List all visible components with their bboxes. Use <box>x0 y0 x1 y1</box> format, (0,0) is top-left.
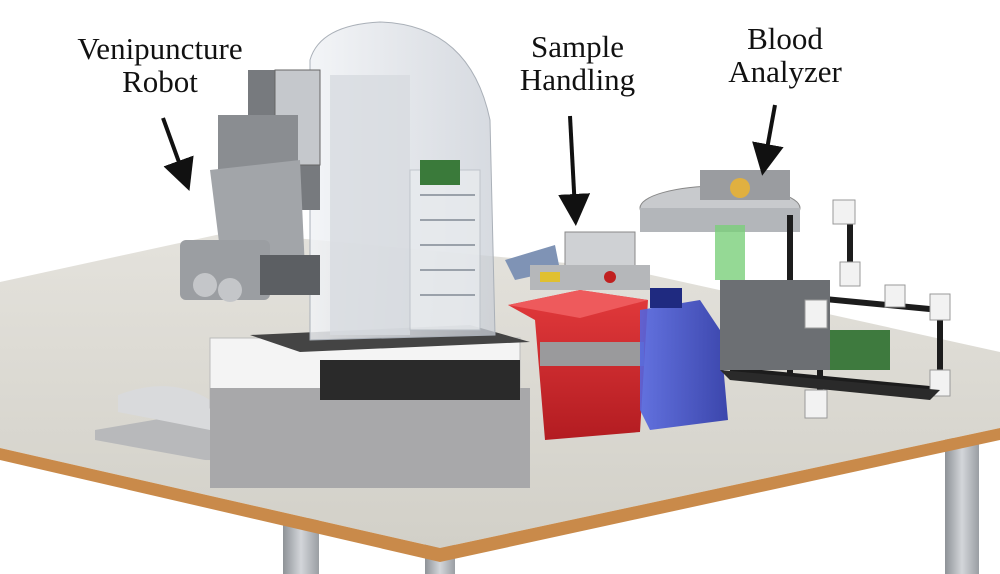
label-blood-analyzer: Blood Analyzer <box>700 22 870 88</box>
blue-bottle <box>640 300 728 430</box>
table-leg-right <box>945 438 979 574</box>
robot-housing <box>309 21 496 341</box>
label-line: Robot <box>122 64 198 99</box>
label-venipuncture-robot: Venipuncture Robot <box>40 32 280 98</box>
sample-handling-unit <box>505 231 728 440</box>
annotation-arrows <box>161 104 784 226</box>
arrow-blood <box>752 104 784 176</box>
label-line: Handling <box>519 62 636 97</box>
label-line: Analyzer <box>728 54 842 89</box>
label-sample-handling: Sample Handling <box>495 30 660 96</box>
arrow-sample <box>558 115 591 226</box>
blood-analyzer-unit <box>639 170 951 419</box>
label-line: Sample <box>531 29 624 64</box>
robot-base <box>95 325 530 488</box>
arrow-robot <box>161 117 194 192</box>
label-line: Venipuncture <box>77 31 243 66</box>
table-edge <box>0 428 1000 562</box>
label-line: Blood <box>747 21 823 56</box>
robot-arm <box>180 69 321 302</box>
